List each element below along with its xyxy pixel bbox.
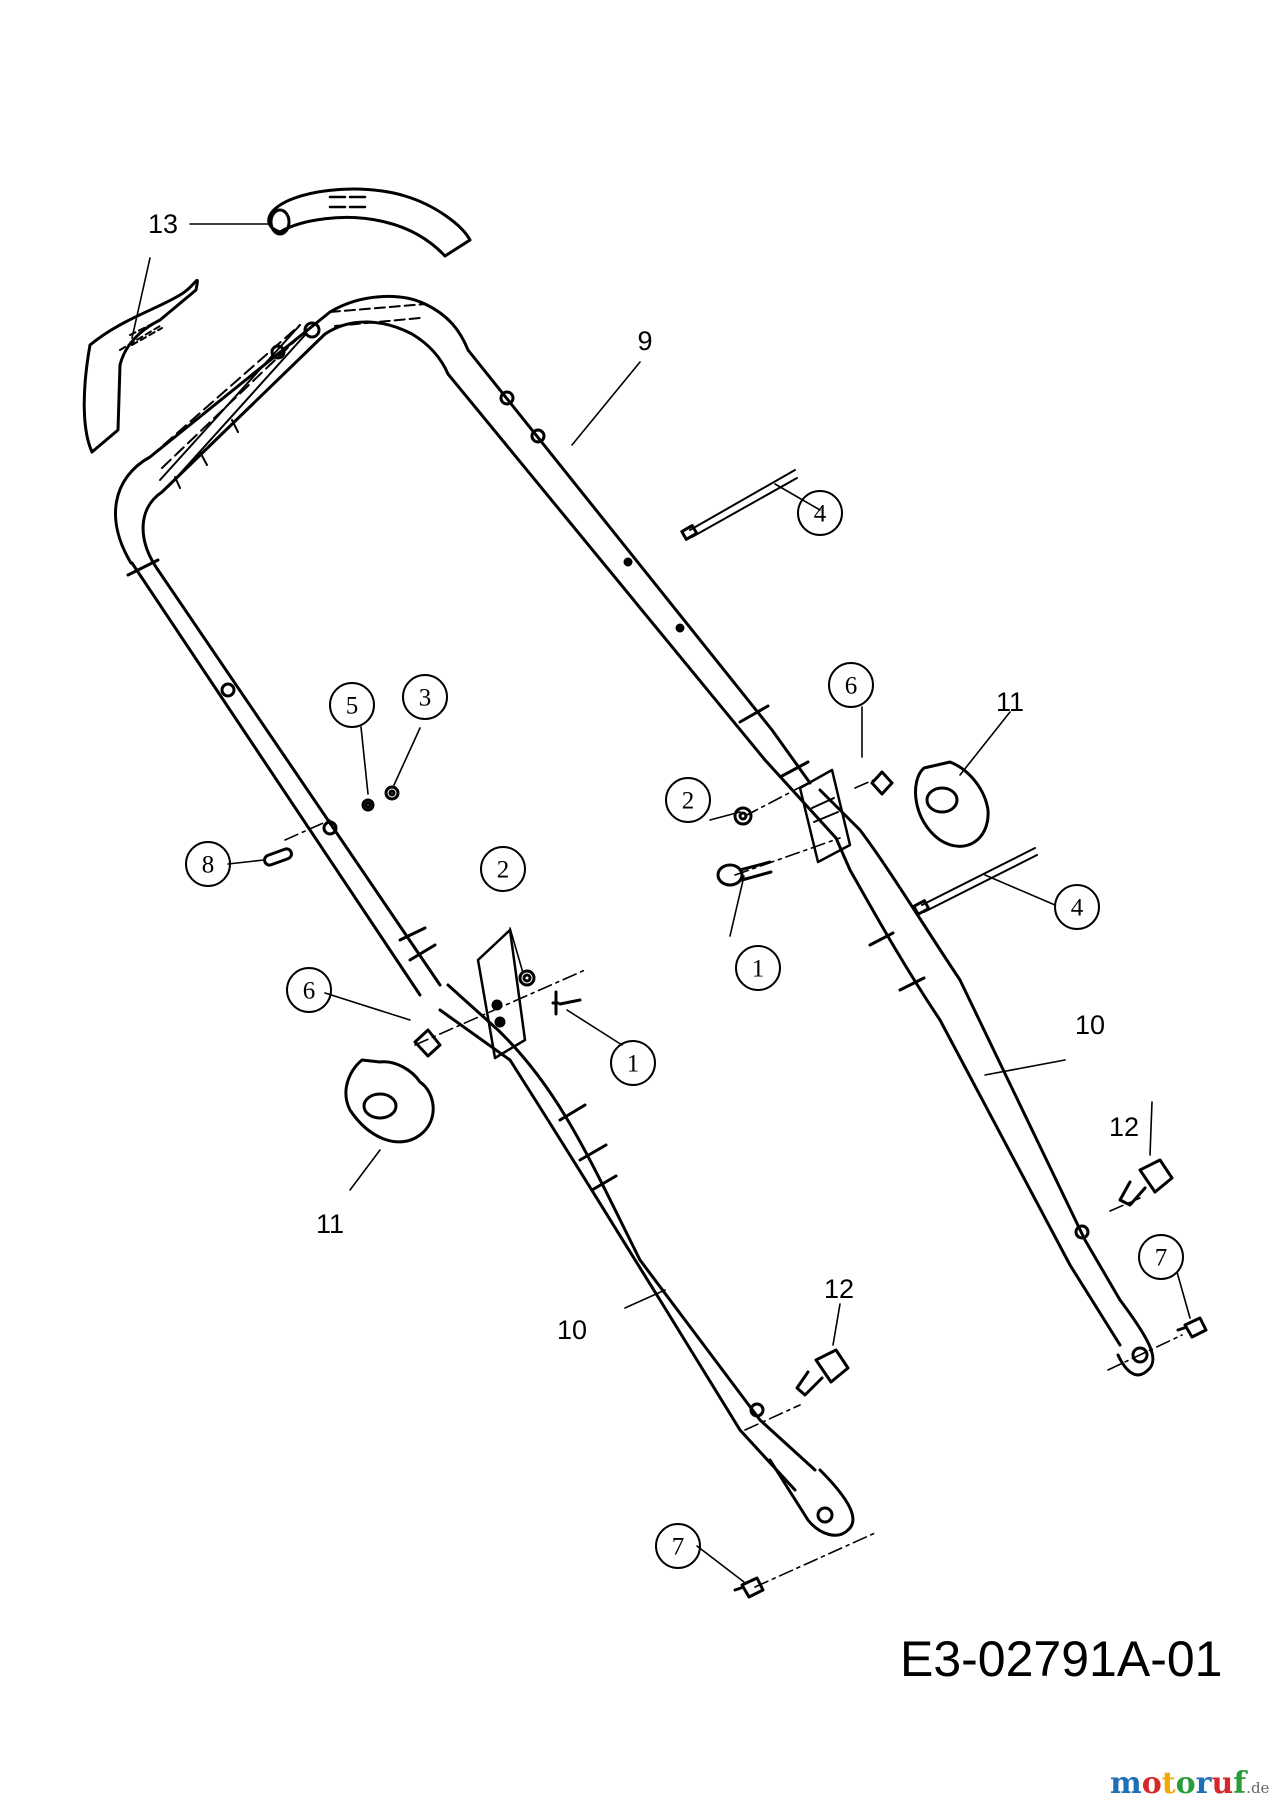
- lower-handle-left: [438, 928, 855, 1537]
- callout-5: 5: [346, 693, 359, 720]
- label-11-right: 11: [996, 687, 1024, 717]
- label-9: 9: [637, 326, 652, 356]
- callout-numbers: 4 4 5 3 6 2 2 1 1 6 8 7 7: [202, 501, 1168, 1561]
- callout-7-left: 7: [672, 1534, 685, 1561]
- callout-8: 8: [202, 852, 215, 879]
- callout-4-top: 4: [814, 501, 827, 528]
- label-10-right: 10: [1075, 1010, 1105, 1040]
- watermark-suffix: .de: [1246, 1779, 1270, 1797]
- callout-1-left: 1: [627, 1051, 640, 1078]
- hardware: [263, 760, 1208, 1599]
- watermark-logo: motoruf.de: [1110, 1766, 1269, 1801]
- callout-2-left: 2: [497, 857, 510, 884]
- callout-4-right: 4: [1071, 895, 1084, 922]
- grip-covers: [82, 187, 472, 454]
- part-labels: 13 9 11 10 12 11 12 10: [148, 209, 1139, 1345]
- upper-handle: [114, 295, 838, 997]
- label-12-right: 12: [1109, 1112, 1139, 1142]
- watermark-text: motoruf: [1110, 1766, 1247, 1801]
- callout-7-right: 7: [1155, 1245, 1168, 1272]
- label-13: 13: [148, 209, 178, 239]
- cable-ties: [680, 469, 1038, 916]
- assembly-lines: [284, 777, 1183, 1588]
- diagram-code: E3-02791A-01: [900, 1631, 1223, 1687]
- label-10-left: 10: [557, 1315, 587, 1345]
- callout-6-right: 6: [845, 673, 858, 700]
- lower-handle-right: [798, 768, 1155, 1377]
- label-12-left: 12: [824, 1274, 854, 1304]
- label-11-left: 11: [316, 1209, 344, 1239]
- callout-3: 3: [419, 685, 432, 712]
- callout-circles: [185, 490, 1184, 1569]
- callout-1-right: 1: [752, 956, 765, 983]
- callout-6-left: 6: [303, 978, 316, 1005]
- callout-2-right: 2: [682, 788, 695, 815]
- leader-lines: [131, 223, 1191, 1583]
